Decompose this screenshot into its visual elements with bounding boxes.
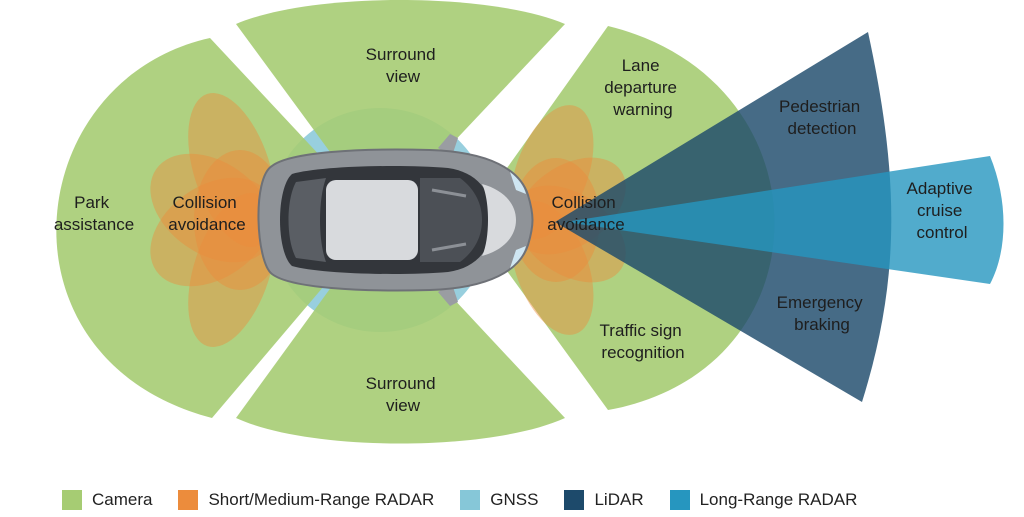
camera-zone-surround-top — [236, 0, 565, 220]
label-surround-view-top-2: view — [386, 67, 421, 86]
legend-item-camera: Camera — [62, 490, 152, 510]
legend-label-camera: Camera — [92, 490, 153, 509]
svg-text:Traffic sign recognition: Traffic sign recognition — [600, 321, 687, 362]
label-collision-avoidance-front-2: avoidance — [547, 215, 625, 234]
label-adaptive-cruise-1: Adaptive — [907, 179, 973, 198]
legend-label-radar-long: Long-Range RADAR — [699, 490, 858, 509]
label-lane-departure-2: departure — [604, 78, 677, 97]
label-park-assistance-2: assistance — [54, 215, 134, 234]
label-surround-view-bottom-2: view — [386, 396, 421, 415]
legend-swatch-radar-long — [669, 490, 690, 510]
label-collision-avoidance-rear-2: avoidance — [168, 215, 246, 234]
label-lane-departure-1: Lane — [622, 56, 660, 75]
svg-text:Park assistance: Park assistance — [54, 193, 134, 234]
long-range-radar-zone — [565, 156, 1004, 284]
label-collision-avoidance-rear-1: Collision — [173, 193, 237, 212]
label-lane-departure-3: warning — [612, 100, 673, 119]
svg-text:Emergency braking: Emergency braking — [777, 293, 868, 334]
legend-item-radar-short: Short/Medium-Range RADAR — [178, 490, 434, 510]
car-top-view — [257, 134, 534, 306]
label-traffic-sign-2: recognition — [601, 343, 684, 362]
legend-label-lidar: LiDAR — [594, 490, 644, 509]
adas-sensor-diagram: Surround view Surround view Park assista… — [54, 0, 1004, 444]
label-surround-view-bottom-1: Surround — [366, 374, 436, 393]
label-pedestrian-detection-1: Pedestrian — [779, 97, 860, 116]
legend-item-radar-long: Long-Range RADAR — [669, 490, 858, 510]
svg-text:Collision avoidance: Collision avoidance — [547, 193, 625, 234]
label-emergency-braking-1: Emergency — [777, 293, 863, 312]
legend-label-radar-short: Short/Medium-Range RADAR — [208, 490, 435, 509]
legend-item-lidar: LiDAR — [564, 490, 644, 510]
svg-text:Surround view: Surround view — [366, 45, 441, 86]
label-surround-view-top-1: Surround — [366, 45, 436, 64]
legend-item-gnss: GNSS — [460, 490, 538, 510]
legend-label-gnss: GNSS — [490, 490, 539, 509]
legend-swatch-camera — [62, 490, 82, 510]
label-adaptive-cruise-2: cruise — [917, 201, 962, 220]
legend-swatch-radar-short — [178, 490, 199, 510]
label-collision-avoidance-front-1: Collision — [552, 193, 616, 212]
camera-zone-rear-park — [56, 38, 380, 418]
label-emergency-braking-2: braking — [794, 315, 850, 334]
legend-swatch-lidar — [564, 490, 585, 510]
svg-text:Pedestrian detection: Pedestrian detection — [779, 97, 865, 138]
label-pedestrian-detection-2: detection — [788, 119, 857, 138]
camera-zone-surround-bottom — [236, 220, 565, 444]
svg-text:Adaptive cruise contro: Adaptive cruise control — [907, 179, 978, 242]
svg-text:Surround view: Surround view — [366, 374, 441, 415]
label-traffic-sign-1: Traffic sign — [600, 321, 682, 340]
label-park-assistance-1: Park — [74, 193, 109, 212]
svg-text:Collision avoidance: Collision avoidance — [168, 193, 246, 234]
radar-short-front — [510, 105, 626, 335]
legend: Camera Short/Medium-Range RADAR GNSS LiD… — [62, 490, 857, 510]
label-adaptive-cruise-3: control — [916, 223, 967, 242]
svg-text:Lane departure warning: Lane departure warning — [604, 56, 682, 119]
legend-swatch-gnss — [460, 490, 481, 510]
